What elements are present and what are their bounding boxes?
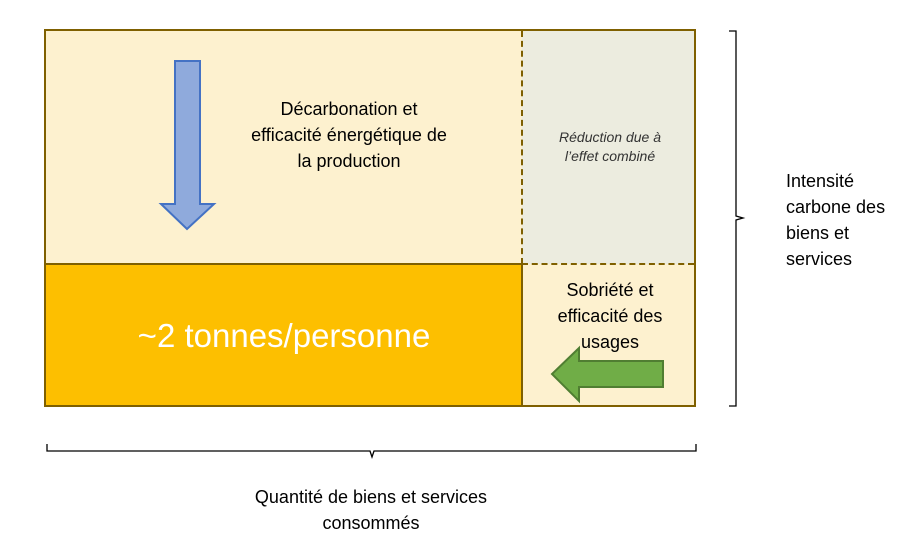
remaining-emissions-region (46, 264, 522, 405)
bottom-brace (46, 444, 697, 460)
intensity-label-line: biens et (786, 223, 850, 243)
arrow-down-icon (158, 60, 217, 231)
divider-horizontal-dashed (522, 263, 694, 265)
divider-vertical-solid (521, 264, 523, 406)
quantity-label-line: consommés (322, 513, 420, 533)
combined-label-line: Réduction due à (559, 129, 661, 145)
right-brace (729, 30, 746, 407)
intensity-label-line: Intensité (786, 171, 855, 191)
intensity-axis-label: Intensité carbone des biens et services (786, 168, 914, 272)
usages-label-line: efficacité des (557, 306, 663, 326)
quantity-label-line: Quantité de biens et services (254, 487, 488, 507)
quantity-axis-label: Quantité de biens et services consommés (200, 484, 542, 536)
combined-label-line: l’effet combiné (564, 148, 656, 164)
usages-label-line: Sobriété et (566, 280, 654, 300)
combined-effect-label: Réduction due à l’effet combiné (530, 128, 690, 166)
main-frame (44, 29, 696, 407)
remaining-emissions-label: ~2 tonnes/personne (137, 317, 431, 354)
divider-horizontal-solid (46, 263, 522, 265)
production-label-line: efficacité énergétique de (251, 125, 447, 145)
intensity-label-line: services (786, 249, 853, 269)
combined-effect-region (522, 31, 694, 264)
usages-label: Sobriété et efficacité des usages (530, 277, 690, 355)
production-label-line: la production (297, 151, 401, 171)
arrow-left-icon (550, 345, 664, 404)
usages-label-line: usages (580, 332, 640, 352)
production-label: Décarbonation et efficacité énergétique … (214, 96, 484, 174)
intensity-label-line: carbone des (786, 197, 886, 217)
production-region (46, 31, 522, 264)
production-label-line: Décarbonation et (280, 99, 418, 119)
divider-vertical-dashed (521, 31, 523, 264)
